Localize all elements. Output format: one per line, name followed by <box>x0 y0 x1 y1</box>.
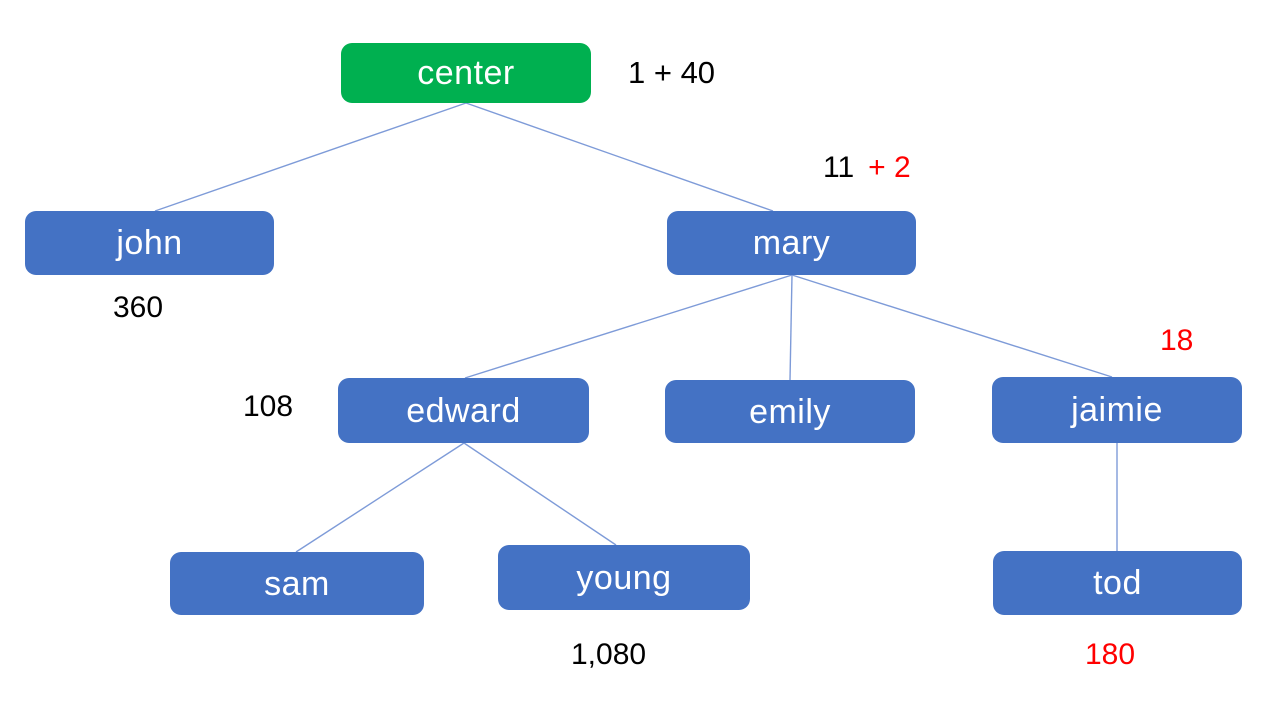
note-tod-value: 180 <box>1085 638 1136 671</box>
node-jaimie: jaimie <box>992 377 1242 443</box>
connector-mary-jaimie <box>791 274 1113 378</box>
note-mary-added: + 2 <box>868 151 911 184</box>
note-center-value: 1 + 40 <box>628 55 716 90</box>
node-sam: sam <box>170 552 424 615</box>
connector-mary-emily <box>789 274 793 381</box>
node-edward: edward <box>338 378 589 443</box>
connector-center-john <box>154 102 467 212</box>
connector-edward-sam <box>295 442 465 553</box>
note-mary-value: 11 + 2 <box>823 153 911 183</box>
node-center: center <box>341 43 591 103</box>
note-jaimie-value: 18 <box>1160 324 1194 357</box>
node-mary: mary <box>667 211 916 275</box>
connector-edward-young <box>463 442 617 546</box>
note-mary-base: 11 <box>823 151 855 184</box>
connector-mary-edward <box>464 274 793 379</box>
node-emily: emily <box>665 380 915 443</box>
node-john: john <box>25 211 274 275</box>
note-edward-value: 108 <box>243 390 294 423</box>
connector-center-mary <box>465 102 774 212</box>
node-tod: tod <box>993 551 1242 615</box>
node-young: young <box>498 545 750 610</box>
note-young-value: 1,080 <box>571 638 647 671</box>
note-john-value: 360 <box>113 291 164 324</box>
